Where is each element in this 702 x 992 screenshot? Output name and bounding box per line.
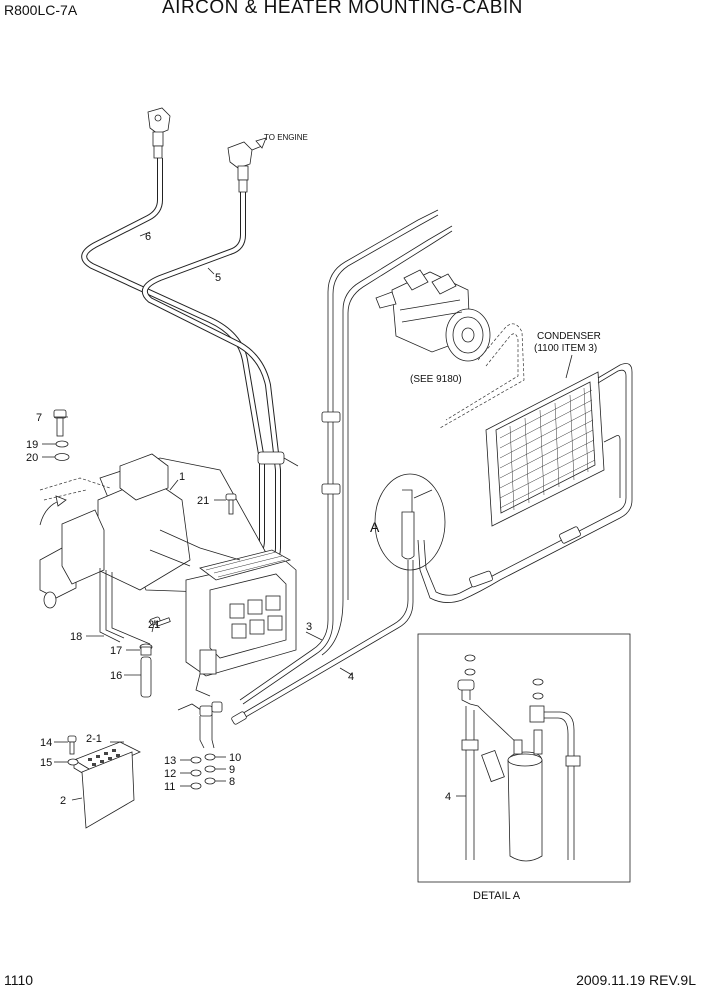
o-ring-9	[204, 765, 216, 773]
drive-belt	[439, 323, 525, 429]
bolt-21-top	[225, 493, 237, 515]
callout-14: 14	[40, 737, 52, 749]
callout-21-bottom: 21	[148, 619, 160, 631]
model-code: R800LC-7A	[4, 2, 78, 18]
condenser	[485, 371, 605, 527]
callout-11: 11	[164, 781, 175, 793]
controller-2	[73, 741, 141, 829]
bolt-7	[53, 409, 67, 437]
callout-12: 12	[164, 768, 176, 780]
ac-line-condenser	[417, 363, 633, 603]
ac-line-4	[239, 560, 414, 719]
ac-line-compressor	[239, 209, 453, 705]
callout-6: 6	[145, 231, 151, 243]
see-reference-note: (SEE 9180)	[410, 374, 462, 385]
callout-4-detail: 4	[445, 791, 451, 803]
callout-2: 2	[60, 795, 66, 807]
callout-20: 20	[26, 452, 38, 464]
o-ring-12	[190, 769, 202, 777]
callout-8: 8	[229, 776, 235, 788]
detail-marker: A	[370, 519, 380, 535]
ac-compressor	[375, 269, 491, 362]
o-ring-13	[190, 756, 202, 764]
callout-15: 15	[40, 757, 52, 769]
o-ring-10	[204, 753, 216, 761]
washer-20	[54, 453, 70, 461]
callout-2-1: 2-1	[86, 733, 102, 745]
condenser-leader	[565, 354, 573, 379]
callout-10: 10	[229, 752, 241, 764]
washer-15	[67, 758, 79, 766]
callout-17: 17	[110, 645, 122, 657]
engine-fitting-upper	[147, 107, 171, 159]
callout-7: 7	[36, 412, 42, 424]
callout-9: 9	[229, 764, 235, 776]
callout-4: 4	[348, 671, 354, 683]
to-engine-note: TO ENGINE	[264, 133, 308, 142]
detail-a-region	[374, 473, 446, 571]
condenser-label: CONDENSER	[537, 331, 601, 342]
o-ring-11	[190, 782, 202, 790]
washer-19	[55, 440, 69, 448]
condenser-ref: (1100 ITEM 3)	[534, 343, 597, 354]
page-title: AIRCON & HEATER MOUNTING-CABIN	[162, 0, 523, 18]
callout-3: 3	[306, 621, 312, 633]
callout-18: 18	[70, 631, 82, 643]
evaporator-fittings	[177, 701, 247, 749]
bolt-14	[67, 735, 77, 755]
leader-lines	[42, 231, 466, 801]
callout-16: 16	[110, 670, 122, 682]
hose-clamp	[257, 451, 299, 467]
detail-a-box	[417, 633, 631, 883]
callout-13: 13	[164, 755, 176, 767]
drain-hose-16	[140, 656, 152, 698]
heater-aircon-unit	[39, 453, 297, 697]
revision-date: 2009.11.19 REV.9L	[576, 972, 696, 988]
page-number: 1110	[4, 972, 34, 988]
detail-caption: DETAIL A	[473, 890, 521, 902]
o-ring-8	[204, 777, 216, 785]
engine-fitting-lower	[227, 137, 267, 193]
fitting-17	[139, 643, 153, 656]
callout-1: 1	[179, 471, 185, 483]
callout-5: 5	[215, 272, 221, 284]
callout-21-top: 21	[197, 495, 209, 507]
callout-19: 19	[26, 439, 38, 451]
